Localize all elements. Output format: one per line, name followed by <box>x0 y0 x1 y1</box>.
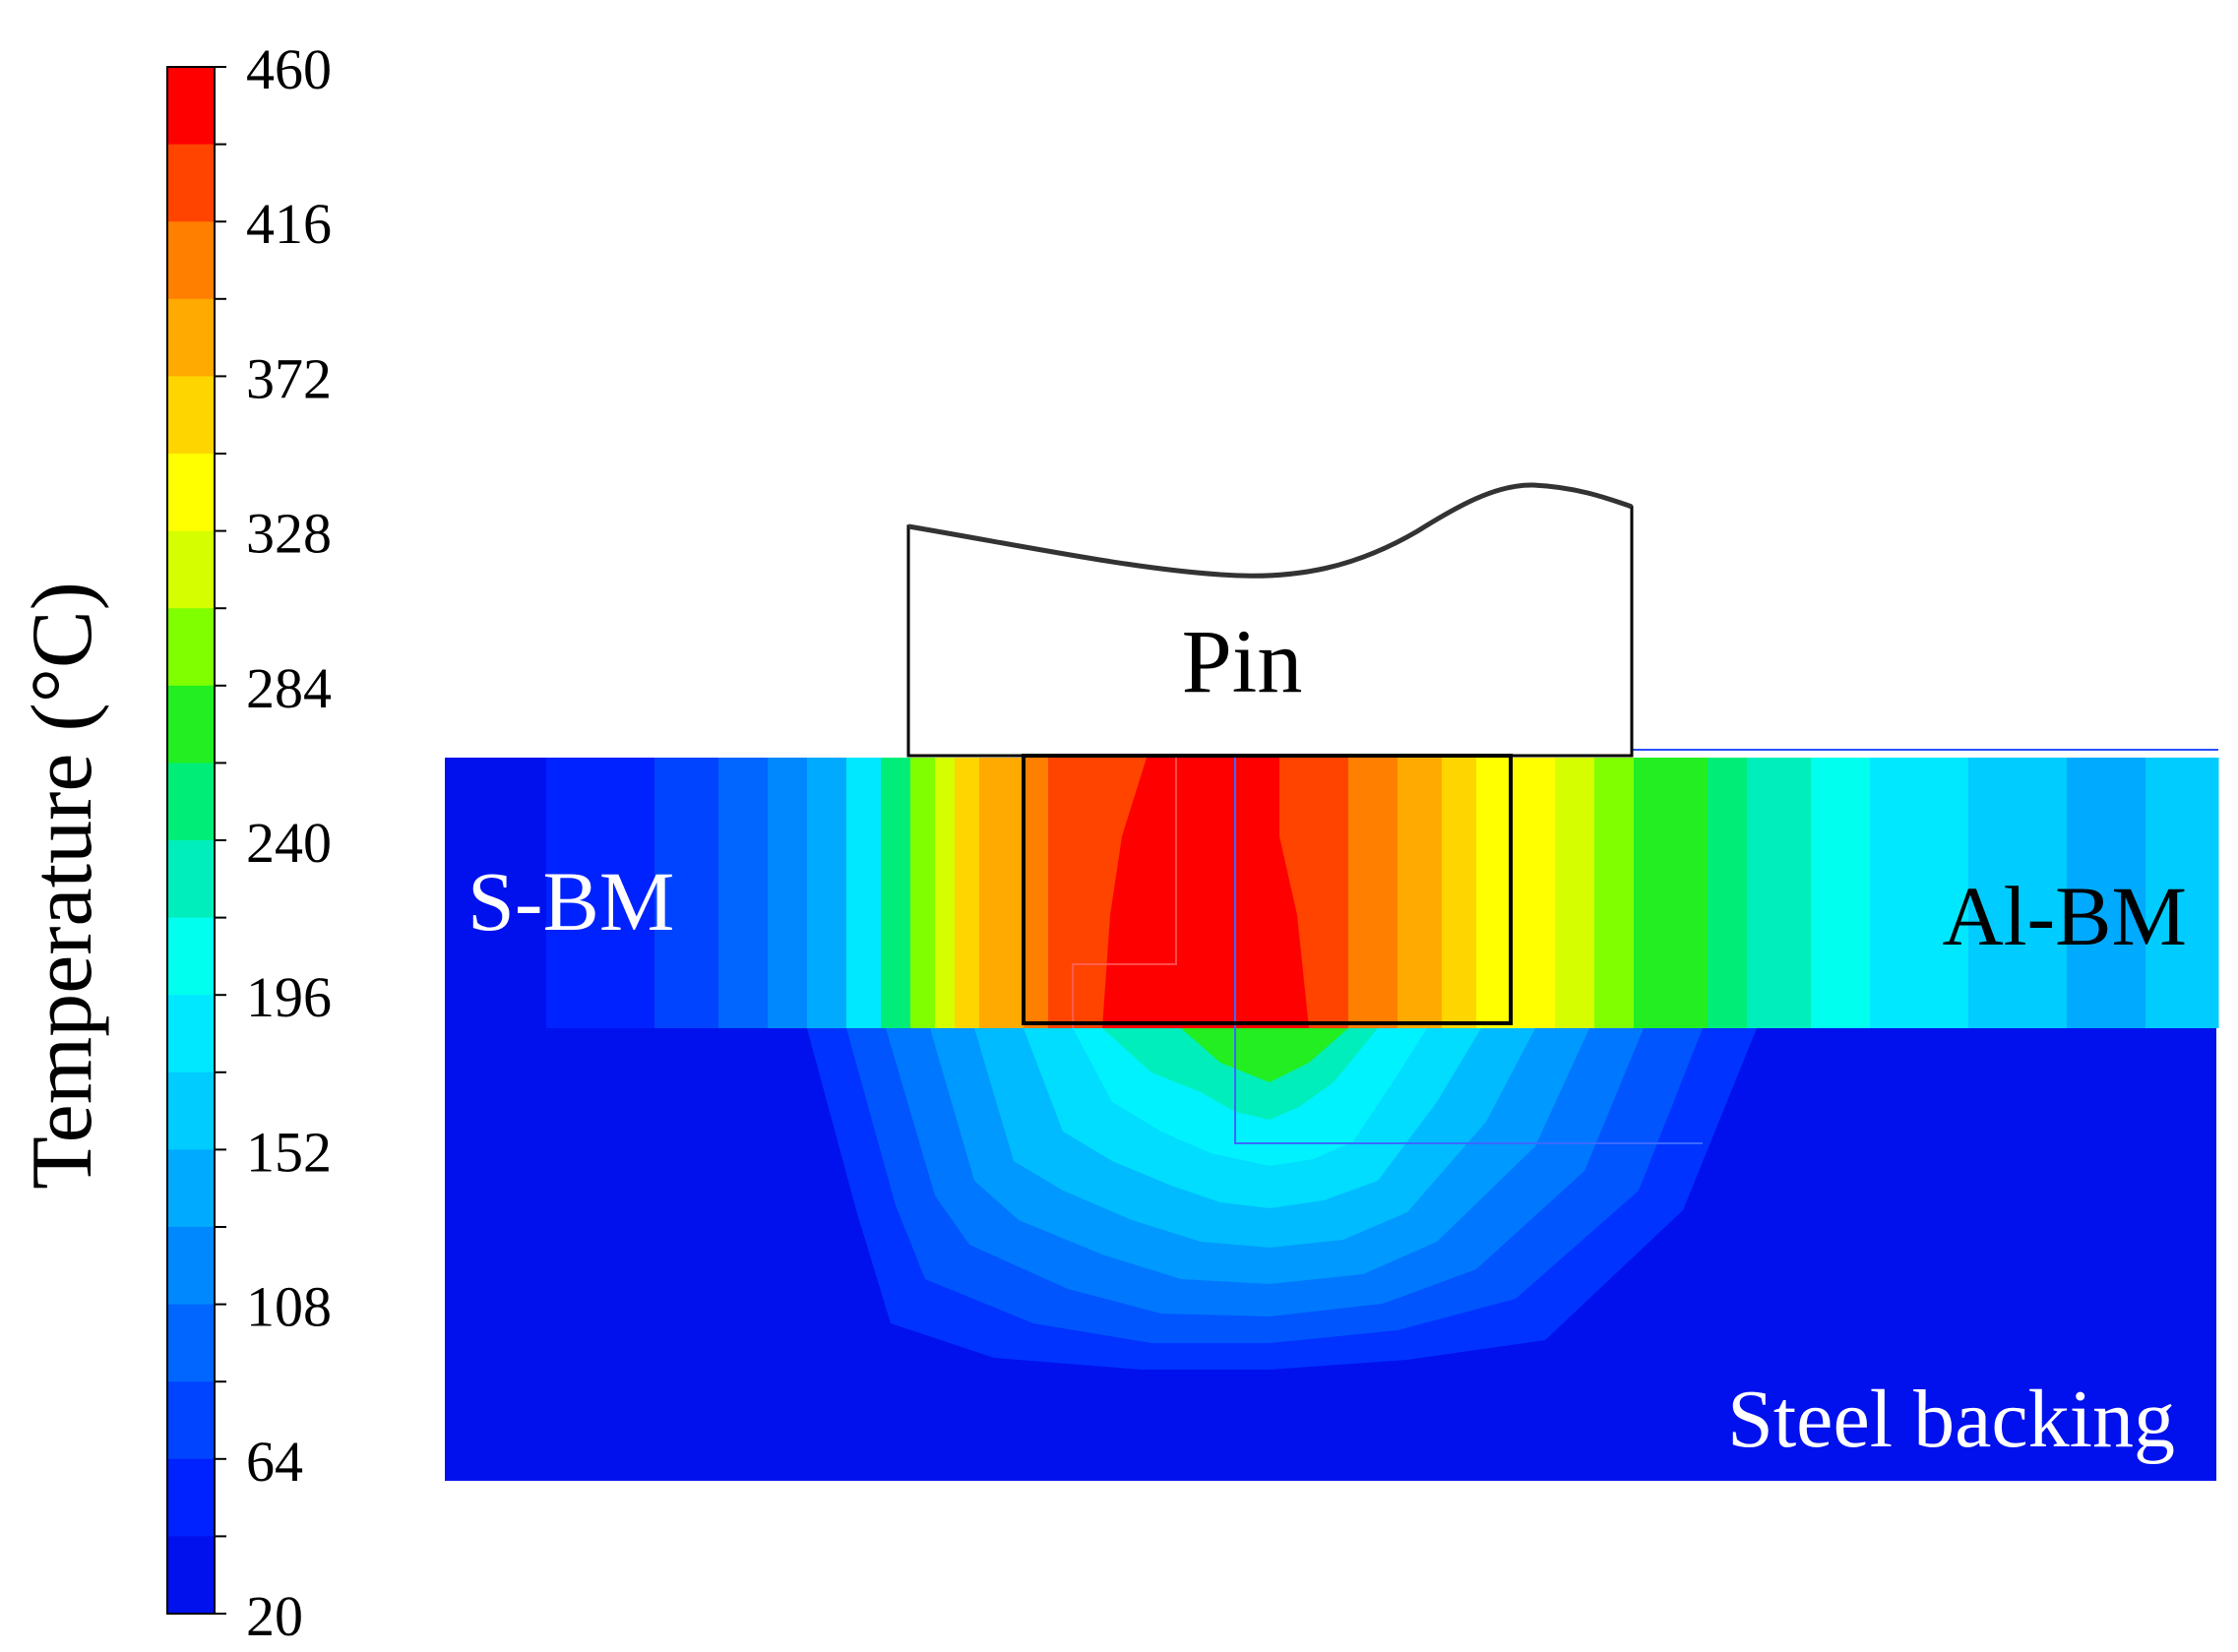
steel-backing-label: Steel backing <box>1727 1374 2175 1465</box>
colorbar-segment <box>167 144 215 222</box>
plate-contour-band <box>1968 758 2068 1028</box>
contour-field <box>445 749 2219 1481</box>
colorbar-segment <box>167 685 215 764</box>
colorbar-tick-label: 152 <box>246 1120 332 1184</box>
plate-hot-core <box>1102 758 1309 1028</box>
pin-outline <box>1022 754 1513 1025</box>
plate-contour-band <box>1555 758 1595 1028</box>
tool-shoulder <box>906 482 1634 1025</box>
plate-contour-band <box>654 758 719 1028</box>
colorbar-segment <box>167 1304 215 1382</box>
plate-contour-band <box>1442 758 1477 1028</box>
plate-contour-band <box>2067 758 2146 1028</box>
plate-contour-band <box>445 758 546 1028</box>
plate-contour-band <box>1516 758 1556 1028</box>
plate-contour-band <box>881 758 911 1028</box>
colorbar-segment <box>167 840 215 919</box>
plate-contour-band <box>1634 758 1709 1028</box>
colorbar-segment <box>167 1536 215 1615</box>
plate-contour-band <box>1708 758 1748 1028</box>
colorbar-segment <box>167 1381 215 1460</box>
plate-contour-band <box>546 758 655 1028</box>
al-bm-label: Al-BM <box>1943 869 2187 963</box>
colorbar-ticks: 460 416 372 328 284 240 196 152 108 64 20 <box>215 37 332 1648</box>
plate-contour-band <box>1594 758 1635 1028</box>
colorbar-tick-label: 20 <box>246 1584 303 1648</box>
colorbar-segment <box>167 1227 215 1306</box>
colorbar-segment <box>167 67 215 146</box>
plate-contour-band <box>768 758 808 1028</box>
colorbar-tick-label: 416 <box>246 192 332 256</box>
plate-contour-band <box>935 758 956 1028</box>
plate-contour-band <box>2145 758 2219 1028</box>
colorbar-segment <box>167 1458 215 1537</box>
plate-contour-band <box>807 758 847 1028</box>
backing-contour-band <box>1181 1028 1348 1082</box>
colorbar-tick-label: 460 <box>246 37 332 101</box>
colorbar-segment <box>167 1071 215 1150</box>
tool-shoulder-top-edge <box>907 482 1633 579</box>
plate-contour-band <box>955 758 980 1028</box>
colorbar-tick-label: 284 <box>246 656 332 720</box>
colorbar-tick-label: 64 <box>246 1430 303 1494</box>
plate-contour-band <box>979 758 1025 1028</box>
colorbar-tick-label: 328 <box>246 502 332 566</box>
colorbar-tick-label: 196 <box>246 965 332 1029</box>
colorbar-segment <box>167 454 215 532</box>
colorbar-segment <box>167 917 215 996</box>
colorbar-tick-label: 372 <box>246 346 332 410</box>
colorbar-segment <box>167 298 215 377</box>
plate-contour-band <box>1747 758 1812 1028</box>
plate-contour-band <box>1398 758 1443 1028</box>
colorbar-segment <box>167 530 215 609</box>
colorbar-segment <box>167 608 215 687</box>
plate-contour-band <box>1870 758 1969 1028</box>
colorbar-segment <box>167 995 215 1073</box>
colorbar-tick-label: 108 <box>246 1275 332 1339</box>
plate-contour-band <box>910 758 936 1028</box>
colorbar-segment <box>167 1149 215 1228</box>
colorbar-title: Temperature (°C) <box>15 581 110 1190</box>
plate-contour-band <box>718 758 769 1028</box>
plate-contour-band <box>1348 758 1399 1028</box>
colorbar-segment <box>167 376 215 455</box>
interface-line <box>1234 750 1703 1144</box>
plate-contour-band <box>1024 758 1049 1028</box>
colorbar <box>166 66 216 1615</box>
s-bm-label: S-BM <box>467 854 674 948</box>
pin-label: Pin <box>1182 611 1303 711</box>
interface-line <box>1072 758 1177 1028</box>
colorbar-segment <box>167 763 215 841</box>
colorbar-tick-label: 240 <box>246 811 332 875</box>
colorbar-segment <box>167 221 215 300</box>
plate-contour-band <box>1811 758 1871 1028</box>
plate-contour-band <box>846 758 882 1028</box>
